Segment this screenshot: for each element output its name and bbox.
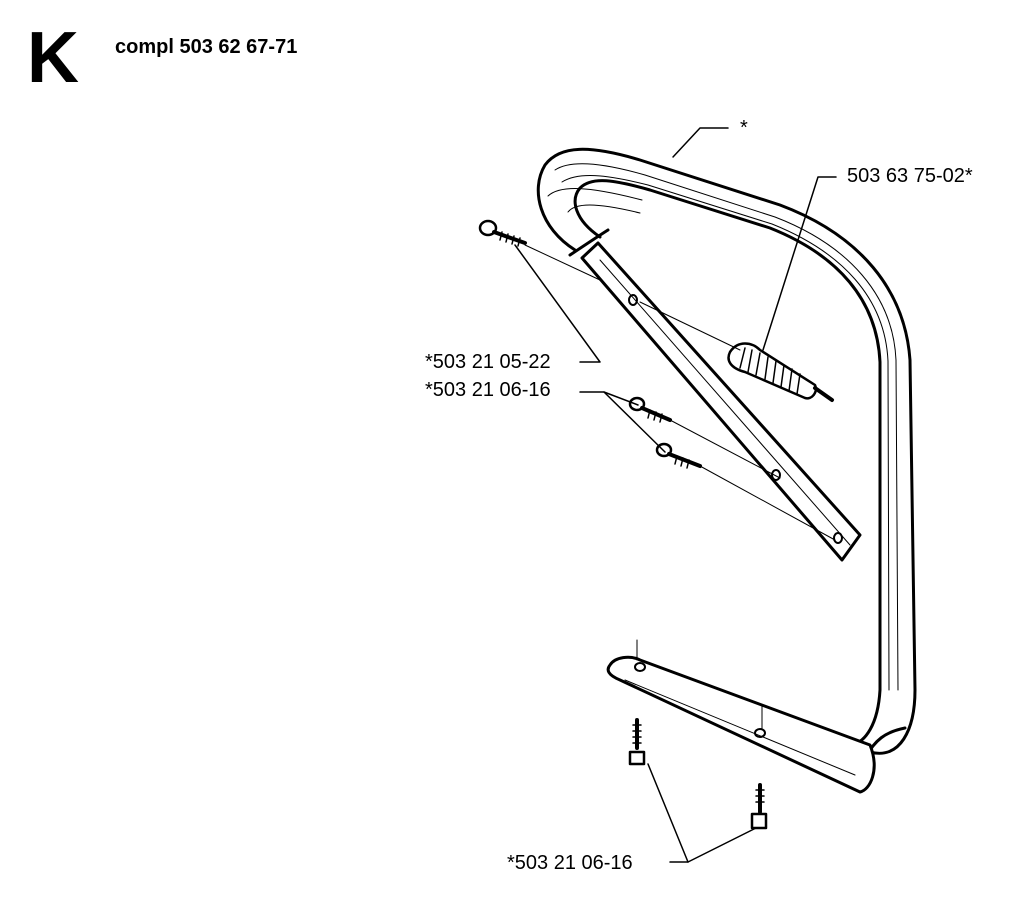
- leader-lines: [514, 127, 837, 863]
- assembly-part-number: compl 503 62 67-71: [115, 36, 298, 58]
- callout-handle: *: [740, 117, 748, 139]
- screw-bottom-right: [750, 783, 768, 830]
- handle-strut: [580, 241, 862, 562]
- assembly-lines: [524, 244, 836, 541]
- callout-screw-short-lower: *503 21 06-16: [507, 852, 633, 874]
- mounting-bracket: [606, 639, 876, 794]
- screw-long: [478, 219, 527, 247]
- buffer-part: [727, 342, 834, 402]
- callout-screw-short-upper: *503 21 06-16: [425, 379, 551, 401]
- section-letter: K: [27, 18, 79, 98]
- callout-buffer: 503 63 75-02*: [847, 165, 973, 187]
- callout-screw-long: *503 21 05-22: [425, 351, 551, 373]
- screw-bottom-left: [628, 718, 646, 766]
- handle-bar: [536, 147, 917, 760]
- screw-short-upper: [628, 396, 672, 423]
- screw-short-lower: [655, 442, 702, 469]
